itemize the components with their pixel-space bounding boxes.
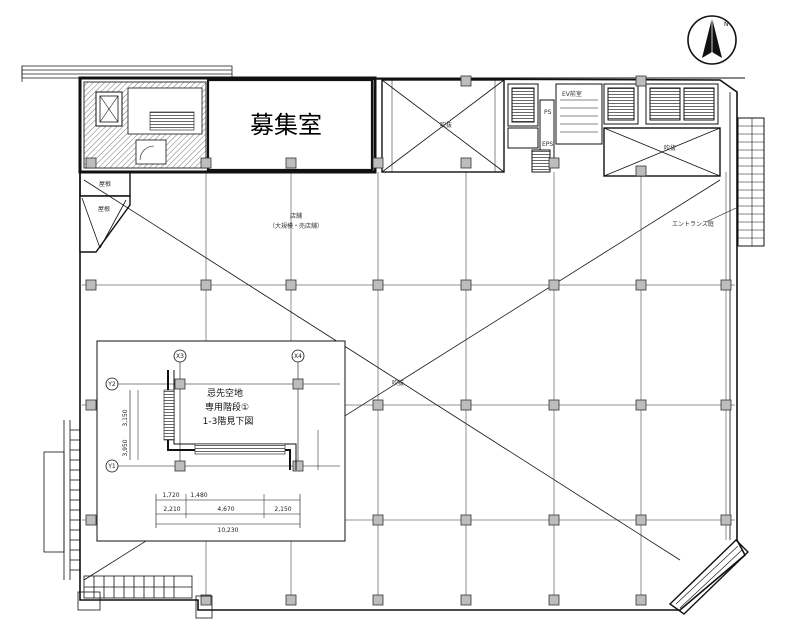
dim-3950: 3,950 — [122, 439, 129, 456]
void-label-top: 吹抜 — [440, 121, 452, 129]
roof-top-label-2: 屋根 — [98, 205, 110, 213]
void-top-right — [603, 127, 721, 177]
grid-y2-label: Y2 — [107, 381, 116, 388]
void-label-center: 吹抜 — [392, 379, 404, 387]
dim-1720: 1,720 — [162, 492, 179, 499]
elevator-core — [507, 83, 719, 173]
dim-2210: 2,210 — [163, 506, 180, 513]
north-arrow-icon — [687, 15, 737, 65]
left-lower-stair — [43, 420, 80, 580]
dim-10230: 10,230 — [218, 527, 239, 534]
dim-3150: 3,150 — [122, 409, 129, 426]
entrance-leader — [705, 207, 737, 223]
ps-label: PS — [544, 109, 552, 116]
recruitment-room-block — [78, 76, 377, 174]
dim-2150: 2,150 — [274, 506, 291, 513]
store-label-2: （大規模・売店舗） — [269, 222, 323, 230]
grid-y1-label: Y1 — [107, 463, 116, 470]
entrance-label: エントランス庭 — [672, 220, 714, 228]
inset-detail — [96, 340, 346, 542]
eps-label: EPS — [542, 141, 553, 148]
columns — [85, 75, 732, 606]
inset-title-1: 忌先空地 — [207, 387, 243, 399]
left-small-rooms — [79, 171, 131, 253]
inset-title-3: 1-3階見下図 — [203, 416, 254, 427]
dim-1480: 1,480 — [190, 492, 207, 499]
inset-title-2: 専用階段① — [205, 401, 249, 413]
roof-top-label-1: 屋根 — [99, 180, 111, 188]
bottom-left-stair — [77, 575, 213, 619]
void-top-middle — [381, 79, 505, 173]
right-stair — [737, 117, 765, 247]
top-rail — [21, 65, 233, 82]
ev-hall-label: EV前室 — [562, 90, 582, 98]
dim-4670: 4,670 — [217, 506, 234, 513]
grid-x4-label: X4 — [294, 353, 302, 360]
void-label-right: 吹抜 — [664, 144, 676, 152]
grid-x3-label: X3 — [176, 353, 184, 360]
recruitment-room-label: 募集室 — [250, 111, 322, 139]
north-label: N — [724, 21, 729, 28]
bottom-right-entrance — [668, 539, 749, 615]
store-label-1: 店舗 — [290, 212, 302, 220]
